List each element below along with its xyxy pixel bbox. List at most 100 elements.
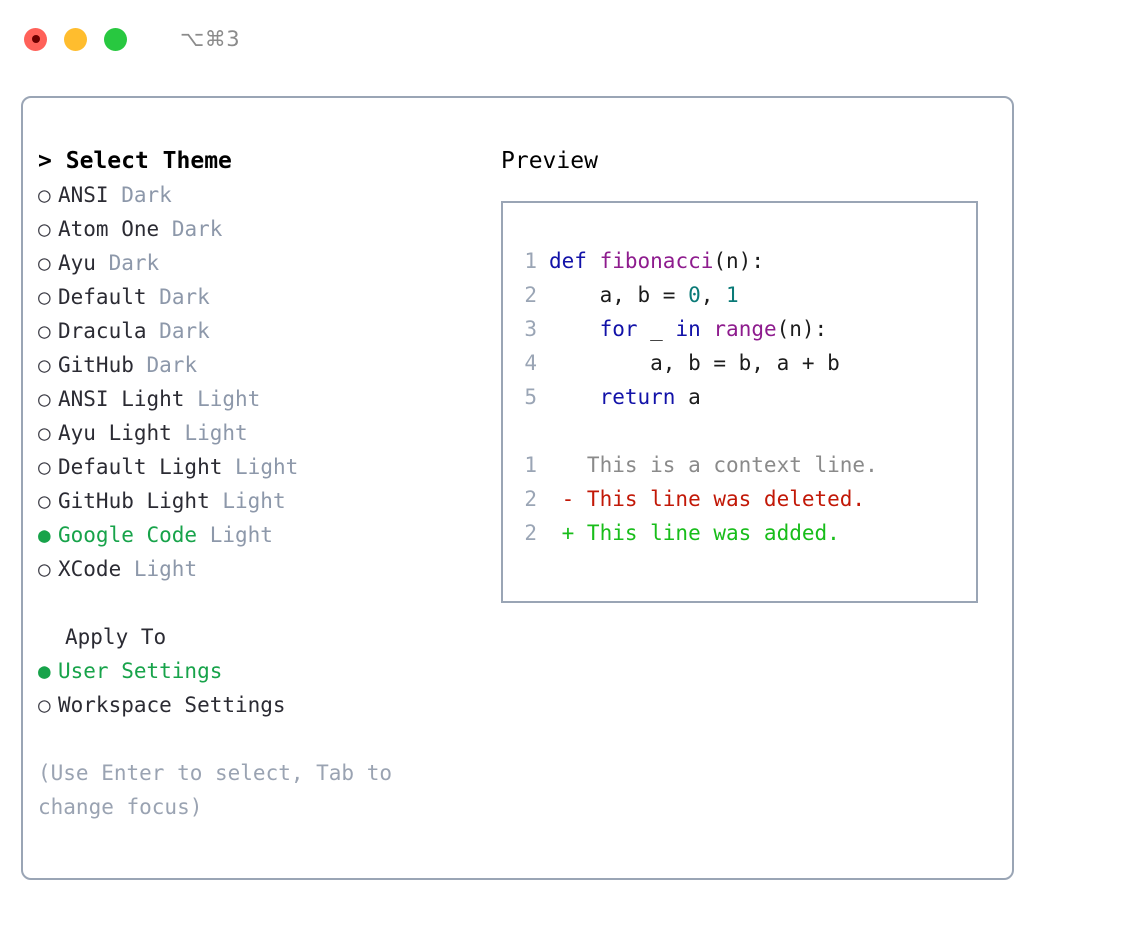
minimize-button[interactable] — [64, 27, 87, 51]
theme-name: ANSI Light — [58, 387, 185, 411]
radio-unselected-icon: ○ — [38, 353, 51, 377]
radio-selected-icon: ● — [38, 659, 51, 683]
theme-gap — [159, 217, 172, 241]
theme-category: Light — [184, 421, 248, 445]
line-number: 3 — [524, 317, 537, 341]
code-spacer — [515, 414, 976, 448]
radio-unselected-icon: ○ — [38, 285, 51, 309]
theme-category: Light — [222, 489, 286, 513]
theme-option-ayu[interactable]: ○ Ayu Dark — [38, 246, 498, 280]
theme-category: Dark — [146, 353, 198, 377]
code-token: for — [599, 317, 638, 341]
theme-name: GitHub — [58, 353, 134, 377]
theme-gap — [172, 421, 185, 445]
theme-option-github-light[interactable]: ○GitHub Light Light — [38, 484, 498, 518]
theme-category: Dark — [171, 217, 223, 241]
code-line: 4 a, b = b, a + b — [515, 346, 976, 380]
radio-unselected-icon: ○ — [38, 319, 51, 343]
code-token: , — [700, 283, 727, 307]
theme-category: Dark — [121, 183, 172, 207]
theme-option-default-light[interactable]: ○Default Light Light — [38, 450, 498, 484]
keyboard-hint-text: (Use Enter to select, Tab to change focu… — [38, 761, 393, 819]
theme-gap — [147, 319, 160, 343]
code-token: (n): — [713, 249, 764, 273]
theme-gap — [210, 489, 223, 513]
code-line: 5 return a — [515, 380, 976, 414]
theme-option-github[interactable]: ○ GitHub Dark — [38, 348, 498, 382]
theme-option-ansi-light[interactable]: ○ ANSI Light Light — [38, 382, 498, 416]
theme-gap — [109, 183, 122, 207]
apply-to-name: Workspace Settings — [58, 693, 286, 717]
diff-line-text: - This line was deleted. — [549, 487, 866, 511]
theme-option-ayu-light[interactable]: ○ Ayu Light Light — [38, 416, 498, 450]
line-number: 4 — [524, 351, 537, 375]
theme-category: Dark — [108, 251, 160, 275]
theme-option-ansi[interactable]: ○ANSI Dark — [38, 178, 498, 212]
code-token — [549, 317, 600, 341]
code-token: a — [675, 385, 701, 409]
theme-category: Light — [235, 455, 299, 479]
radio-unselected-icon: ○ — [38, 455, 51, 479]
apply-to-option-user-settings[interactable]: ● User Settings — [38, 654, 498, 688]
diff-line-text: This is a context line. — [549, 453, 878, 477]
radio-unselected-icon: ○ — [38, 489, 51, 513]
theme-name: Google Code — [58, 523, 198, 547]
close-button[interactable] — [24, 27, 47, 51]
theme-option-google-code[interactable]: ● Google Code Light — [38, 518, 498, 552]
code-token: (n): — [776, 317, 828, 341]
theme-option-atom-one[interactable]: ○Atom One Dark — [38, 212, 498, 246]
record-dot-icon — [31, 35, 40, 43]
code-token: a, b = — [549, 283, 689, 307]
theme-category: Light — [209, 523, 273, 547]
line-number: 2 — [524, 487, 537, 511]
theme-gap — [96, 251, 109, 275]
theme-name: Ayu — [58, 251, 96, 275]
code-line: 3 for _ in range(n): — [515, 312, 976, 346]
theme-category: Light — [197, 387, 261, 411]
theme-selector-column: > Select Theme ○ANSI Dark○Atom One Dark○… — [38, 144, 498, 824]
apply-to-option-workspace-settings[interactable]: ○ Workspace Settings — [38, 688, 498, 722]
page-title-text — [52, 148, 66, 174]
theme-name: Dracula — [58, 319, 147, 343]
code-token: def — [549, 249, 587, 273]
prompt-caret-icon: > — [38, 148, 52, 174]
maximize-button[interactable] — [104, 27, 127, 51]
code-line: 2 a, b = 0, 1 — [515, 278, 976, 312]
theme-name: XCode — [58, 557, 122, 581]
line-number: 1 — [524, 453, 537, 477]
line-number: 1 — [524, 249, 537, 273]
apply-to-list[interactable]: ● User Settings ○ Workspace Settings — [38, 654, 498, 722]
theme-option-xcode[interactable]: ○XCode Light — [38, 552, 498, 586]
radio-unselected-icon: ○ — [38, 693, 51, 717]
radio-unselected-icon: ○ — [38, 217, 51, 241]
radio-unselected-icon: ○ — [38, 421, 51, 445]
theme-gap — [197, 523, 210, 547]
theme-option-dracula[interactable]: ○ Dracula Dark — [38, 314, 498, 348]
theme-gap — [121, 557, 134, 581]
line-number: 5 — [524, 385, 537, 409]
theme-option-default[interactable]: ○Default Dark — [38, 280, 498, 314]
radio-selected-icon: ● — [38, 523, 51, 547]
theme-category: Dark — [159, 319, 210, 343]
line-number: 2 — [524, 283, 537, 307]
line-number: 2 — [524, 521, 537, 545]
code-token: a, b = b, a + b — [549, 351, 840, 375]
theme-gap — [222, 455, 235, 479]
preview-heading: Preview — [501, 148, 598, 174]
diff-line-add: 2 + This line was added. — [515, 516, 976, 550]
radio-unselected-icon: ○ — [38, 251, 51, 275]
theme-name: Ayu Light — [58, 421, 172, 445]
radio-unselected-icon: ○ — [38, 387, 51, 411]
apply-to-section: Apply To ● User Settings ○ Workspace Settin… — [38, 620, 498, 722]
code-token — [587, 249, 600, 273]
diff-sample: 1 This is a context line. 2 - This line w… — [515, 448, 976, 550]
code-token: _ — [637, 317, 676, 341]
radio-unselected-icon: ○ — [38, 557, 51, 581]
apply-to-label: Apply To — [65, 625, 167, 649]
theme-list[interactable]: ○ANSI Dark○Atom One Dark○Ayu Dark○Defaul… — [38, 178, 498, 586]
apply-to-name: User Settings — [58, 659, 223, 683]
